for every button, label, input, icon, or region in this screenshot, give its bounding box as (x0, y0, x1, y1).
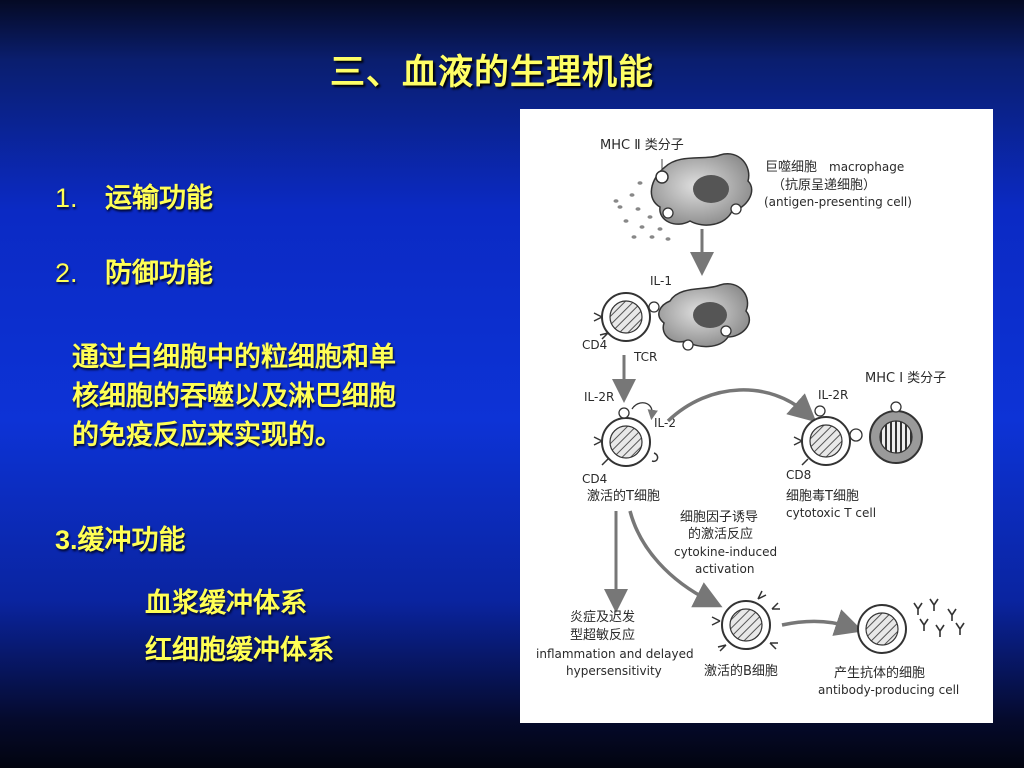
label-cd4-b: CD4 (582, 472, 607, 486)
defense-description: 通过白细胞中的粒细胞和单 核细胞的吞噬以及淋巴细胞 的免疫反应来实现的。 (72, 338, 492, 455)
macrophage-nucleus-2 (693, 302, 727, 328)
mhc2-receptor (655, 170, 669, 184)
label-activated-b: 激活的B细胞 (704, 663, 778, 679)
arrow-to-b-cell (628, 510, 723, 608)
item-number: 1. (55, 183, 78, 213)
antigen-particles (613, 181, 671, 241)
label-cytokine-en2: activation (695, 562, 754, 576)
label-cytokine-cn2: 的激活反应 (688, 526, 753, 542)
buffer-system-plasma: 血浆缓冲体系 (145, 588, 307, 619)
item-defense: 2. 防御功能 (55, 251, 213, 290)
label-inflam-en1: inflammation and delayed (536, 647, 694, 661)
il2-receptor (618, 407, 630, 419)
t-cell-nucleus (609, 425, 643, 459)
label-cd4-a: CD4 (582, 338, 607, 352)
label-mhc1: MHC Ⅰ 类分子 (865, 371, 946, 386)
item-buffer: 3.缓冲功能 (55, 518, 186, 557)
label-cd8: CD8 (786, 468, 811, 482)
surface-receptor (682, 339, 694, 351)
macrophage-nucleus (693, 175, 729, 203)
label-apc-cn: （抗原呈递细胞） (772, 178, 876, 193)
arrow-to-antibody-cell (781, 609, 864, 636)
label-il1: IL-1 (650, 274, 672, 288)
label-mhc2: MHC Ⅱ 类分子 (600, 138, 684, 153)
label-tcr: TCR (633, 350, 657, 364)
arrow-to-cytotoxic (666, 388, 817, 423)
immune-response-figure: MHC Ⅱ 类分子 巨噬细胞 macrophage （抗原呈递细胞） (anti… (520, 109, 993, 723)
description-line: 核细胞的吞噬以及淋巴细胞 (72, 381, 396, 412)
label-cytotoxic-en: cytotoxic T cell (786, 506, 876, 520)
surface-receptor (720, 325, 732, 337)
label-apc-en: (antigen-presenting cell) (764, 195, 912, 209)
label-inflam-en2: hypersensitivity (566, 664, 662, 678)
label-cytokine-en1: cytokine-induced (674, 545, 777, 559)
description-line: 的免疫反应来实现的。 (72, 420, 342, 451)
label-antibody-en: antibody-producing cell (818, 683, 959, 697)
item-label: 运输功能 (105, 183, 213, 214)
slide-title: 三、血液的生理机能 (329, 53, 654, 93)
label-inflam-cn2: 型超敏反应 (570, 627, 635, 643)
label-cytokine-cn1: 细胞因子诱导 (680, 510, 758, 525)
label-antibody-cn: 产生抗体的细胞 (834, 665, 925, 681)
t-cell-nucleus (609, 300, 643, 334)
surface-receptor (730, 203, 742, 215)
surface-receptor (662, 207, 674, 219)
immune-diagram: MHC Ⅱ 类分子 巨噬细胞 macrophage （抗原呈递细胞） (anti… (536, 138, 965, 697)
buffer-system-rbc: 红细胞缓冲体系 (145, 635, 334, 666)
antibodies (913, 598, 965, 637)
item-number: 3. (55, 525, 78, 555)
label-macrophage-en: macrophage (829, 160, 904, 174)
tcr-receptor (648, 301, 660, 313)
item-number: 2. (55, 258, 78, 288)
item-label: 防御功能 (105, 258, 213, 289)
label-il2r-a: IL-2R (584, 390, 614, 404)
description-line: 通过白细胞中的粒细胞和单 (72, 342, 396, 373)
label-inflam-cn1: 炎症及迟发 (570, 609, 635, 625)
cd4-receptor (593, 312, 603, 322)
label-il2r-b: IL-2R (818, 388, 848, 402)
label-activated-t: 激活的T细胞 (587, 488, 660, 504)
b-cell-receptors (711, 590, 780, 652)
item-transport: 1. 运输功能 (55, 176, 213, 215)
label-cytotoxic-cn: 细胞毒T细胞 (786, 489, 859, 504)
label-macrophage-cn: 巨噬细胞 (765, 160, 817, 175)
item-label: 缓冲功能 (77, 525, 186, 556)
